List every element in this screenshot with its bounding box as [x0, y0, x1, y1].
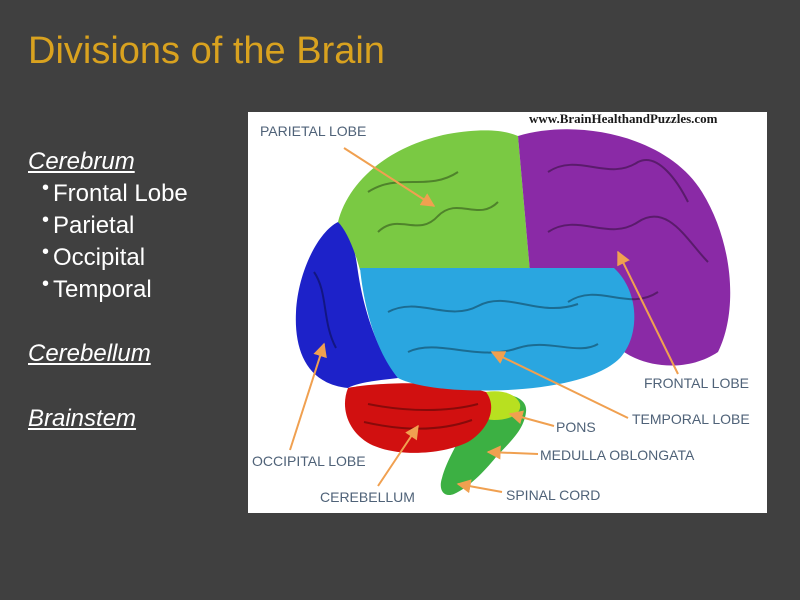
- brain-diagram: www.BrainHealthandPuzzles.com PARIETAL L…: [248, 112, 767, 513]
- bullet-icon: •: [42, 177, 50, 199]
- cerebellum-heading: Cerebellum: [28, 340, 151, 367]
- label-parietal-lobe: PARIETAL LOBE: [260, 123, 366, 139]
- parietal-region: [338, 130, 530, 272]
- brainstem-heading: Brainstem: [28, 405, 137, 432]
- arrow-frontal: [617, 250, 679, 375]
- label-pons: PONS: [556, 419, 596, 435]
- label-temporal-lobe: TEMPORAL LOBE: [632, 411, 750, 427]
- brainstem-region: [440, 393, 527, 496]
- list-item: •Temporal: [42, 273, 188, 306]
- divisions-list: Cerebrum •Frontal Lobe •Parietal •Occipi…: [28, 148, 188, 306]
- arrow-medulla: [486, 445, 539, 460]
- label-cerebellum: CEREBELLUM: [320, 489, 415, 505]
- arrow-cerebellum: [377, 424, 419, 487]
- cerebrum-heading: Cerebrum: [28, 148, 135, 175]
- label-spinal-cord: SPINAL CORD: [506, 487, 600, 503]
- list-item: •Parietal: [42, 209, 188, 242]
- sulci-lines: [313, 159, 709, 430]
- label-medulla-oblongata: MEDULLA OBLONGATA: [540, 447, 695, 463]
- arrow-occipital: [289, 342, 327, 451]
- arrow-pons: [508, 410, 555, 427]
- bullet-icon: •: [42, 273, 50, 295]
- arrow-parietal: [343, 147, 436, 207]
- bullet-icon: •: [42, 241, 50, 263]
- leader-arrows: [289, 147, 679, 494]
- list-item: •Occipital: [42, 241, 188, 274]
- watermark: www.BrainHealthandPuzzles.com: [529, 112, 718, 126]
- label-occipital-lobe: OCCIPITAL LOBE: [252, 453, 366, 469]
- slide-title: Divisions of the Brain: [28, 30, 385, 72]
- cerebrum-list: •Frontal Lobe •Parietal •Occipital •Temp…: [42, 177, 188, 306]
- frontal-region: [518, 129, 731, 366]
- label-frontal-lobe: FRONTAL LOBE: [644, 375, 749, 391]
- arrow-spinal: [456, 479, 503, 494]
- list-item: •Frontal Lobe: [42, 177, 188, 210]
- bullet-icon: •: [42, 209, 50, 231]
- arrow-temporal: [490, 351, 629, 419]
- cerebellum-region: [344, 383, 492, 453]
- temporal-region: [360, 268, 635, 391]
- brain-svg: www.BrainHealthandPuzzles.com PARIETAL L…: [252, 112, 750, 505]
